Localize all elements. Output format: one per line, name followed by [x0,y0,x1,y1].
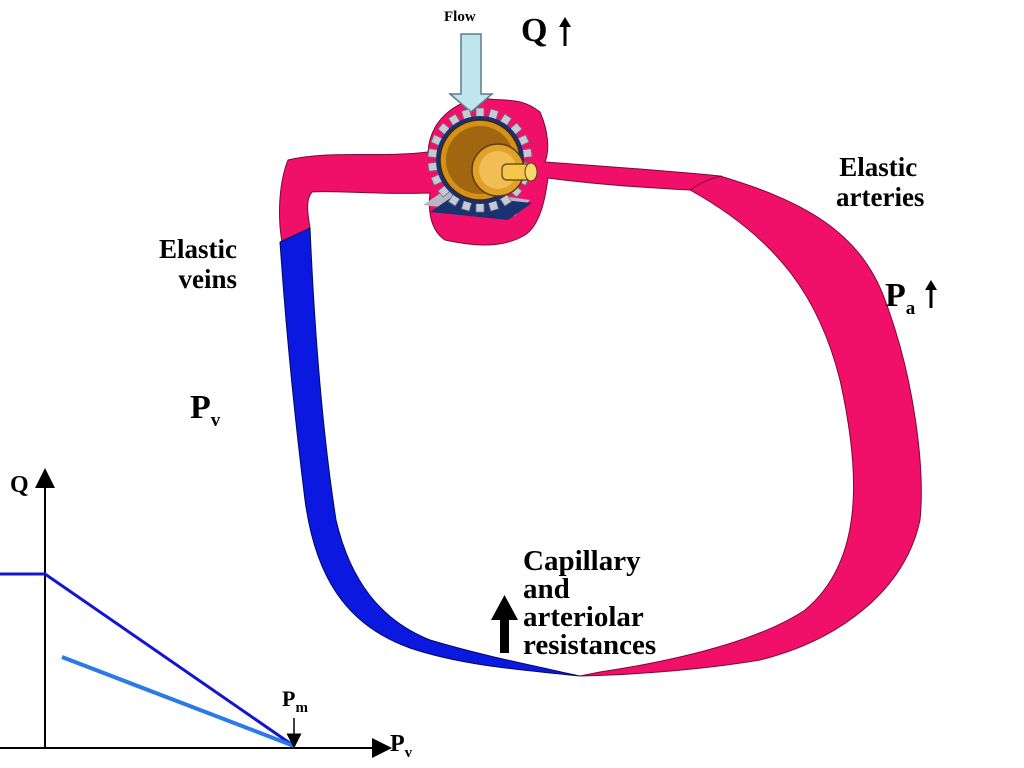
arterial-vessel [279,97,922,677]
up-arrow-icon [491,595,518,653]
pv-label: Pv [190,389,221,431]
arterial-seam [689,175,723,191]
capillary-resistances-label: Capillary and arteriolar resistances [523,545,657,661]
up-arrow-icon [559,17,571,46]
up-arrow-icon [925,280,937,308]
q-label: Q [521,12,548,49]
venous-vessel [279,227,581,677]
graph-y-label: Q [10,472,29,498]
pump-icon [423,107,538,220]
graph-x-label: Pv [390,731,413,761]
elastic-arteries-label: Elastic arteries [836,152,925,212]
pa-label: Pa [885,277,916,319]
venous-return-curve-dark [0,572,295,748]
flow-arrow-icon [447,33,495,113]
elastic-veins-label: Elastic veins [159,234,237,294]
flow-label: Flow [444,9,476,25]
venous-return-curve-light [61,655,295,748]
venous-return-graph [0,468,392,758]
pm-label: Pm [282,686,308,716]
